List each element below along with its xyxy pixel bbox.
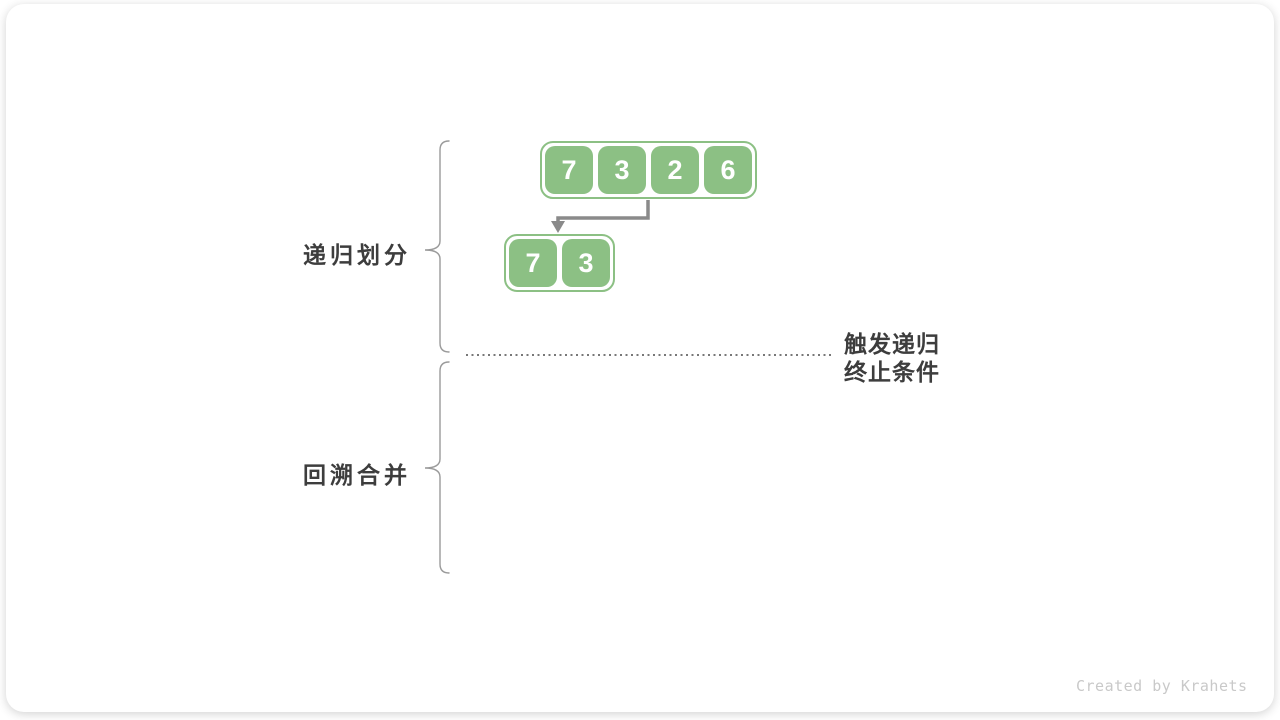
diagram-card: [6, 4, 1274, 712]
termination-condition-line1: 触发递归: [844, 331, 940, 357]
array-cell: 3: [598, 146, 646, 194]
recursive-divide-label: 递归划分: [303, 242, 411, 268]
array-container-level2: 7 3: [504, 234, 615, 292]
termination-condition-line2: 终止条件: [844, 359, 940, 385]
backtrack-merge-label: 回溯合并: [303, 462, 411, 488]
divide-arrow-line: [556, 200, 650, 222]
divide-brace: [424, 140, 450, 353]
array-cell: 6: [704, 146, 752, 194]
merge-brace: [424, 361, 450, 574]
array-container-level1: 7 3 2 6: [540, 141, 757, 199]
array-cell: 7: [545, 146, 593, 194]
array-cell: 7: [509, 239, 557, 287]
array-cell: 2: [651, 146, 699, 194]
footer-credit: Created by Krahets: [1076, 677, 1248, 695]
array-cell: 3: [562, 239, 610, 287]
divide-arrow-head: [551, 221, 565, 233]
termination-condition-label: 触发递归 终止条件: [844, 330, 940, 386]
